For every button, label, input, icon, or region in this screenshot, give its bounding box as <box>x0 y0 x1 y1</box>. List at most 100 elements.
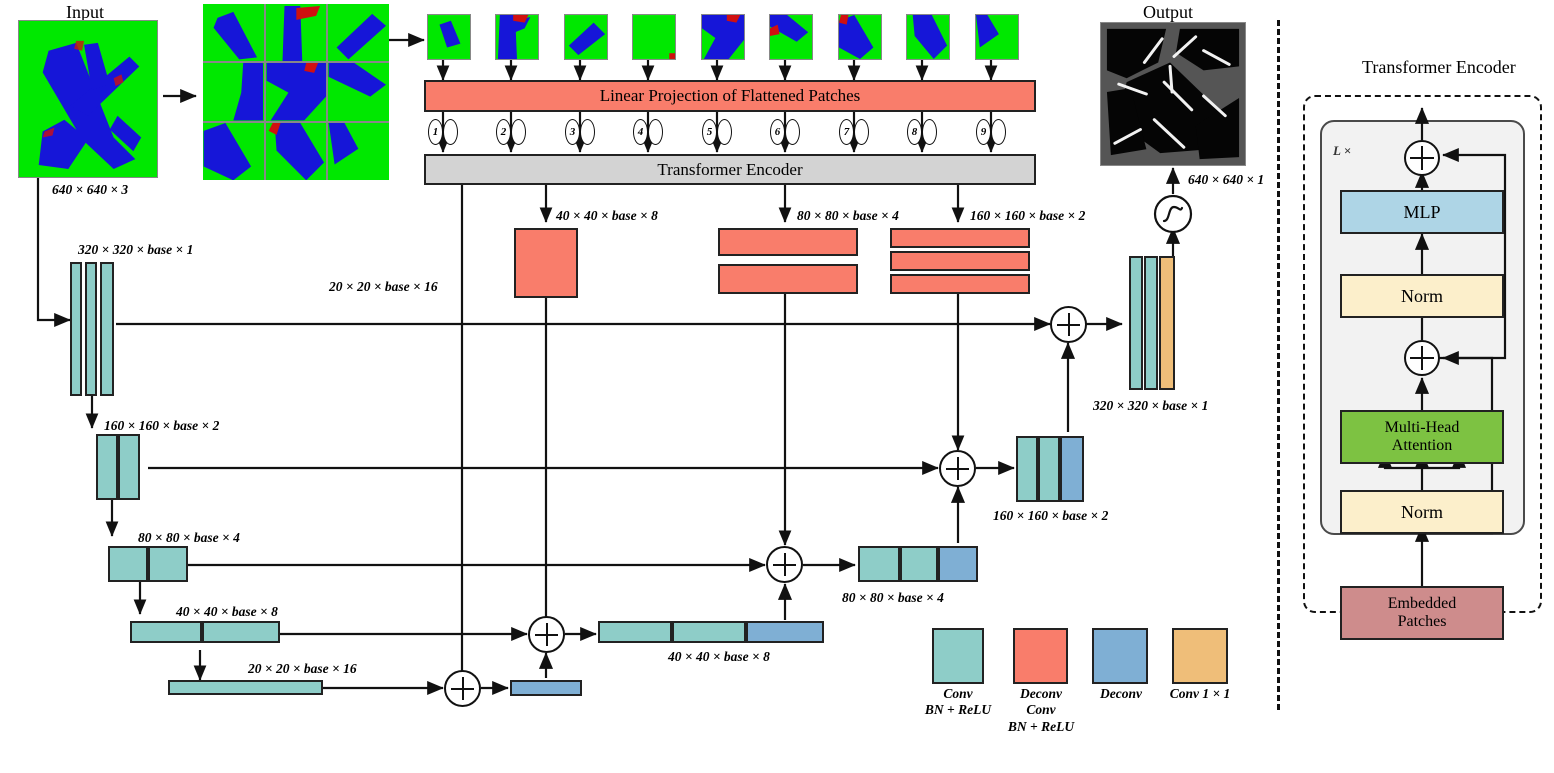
token-capsule-blank-1 <box>443 119 458 145</box>
deconv-head-block-80-a <box>718 228 858 256</box>
encoder-label-320: 320 × 320 × base × 1 <box>78 242 194 257</box>
decoder-label-80: 80 × 80 × base × 4 <box>842 590 944 605</box>
patch-cell <box>265 63 327 121</box>
panel-divider <box>1277 20 1280 710</box>
embedded-patches-block: Embedded Patches <box>1340 586 1504 640</box>
encoder-block-320-c <box>100 262 114 396</box>
legend-deconvconv-line3: BN + ReLU <box>1007 718 1075 734</box>
transformer-encoder-panel-title: Transformer Encoder <box>1362 57 1516 77</box>
add-node-160 <box>939 450 976 487</box>
token-capsule-1: 1 <box>428 119 443 145</box>
deconv-head-block-160-a <box>890 228 1030 248</box>
legend-label-conv1x1: Conv 1 × 1 <box>1160 686 1240 702</box>
flattened-patch <box>838 14 882 60</box>
flattened-patch <box>769 14 813 60</box>
patch-cell <box>328 4 389 62</box>
encoder-block-160-a <box>96 434 118 500</box>
decoder-label-40: 40 × 40 × base × 8 <box>668 649 770 664</box>
legend-conv-line2: BN + ReLU <box>924 702 992 718</box>
token-capsule-blank-6 <box>785 119 800 145</box>
legend-swatch-conv1x1 <box>1172 628 1228 684</box>
token-capsule-2: 2 <box>496 119 511 145</box>
repeat-count-label: L × <box>1333 143 1352 158</box>
encoder-label-40: 40 × 40 × base × 8 <box>176 604 278 619</box>
norm-block-top: Norm <box>1340 274 1504 318</box>
legend-swatch-deconv <box>1092 628 1148 684</box>
mlp-block: MLP <box>1340 190 1504 234</box>
transformer-encoder-bar: Transformer Encoder <box>424 154 1036 185</box>
encoder-block-160-b <box>118 434 140 500</box>
decoder-block-80-a <box>858 546 900 582</box>
flattened-patch <box>975 14 1019 60</box>
decoder-label-320: 320 × 320 × base × 1 <box>1093 398 1209 413</box>
output-title: Output <box>1143 2 1194 22</box>
flattened-patch <box>427 14 471 60</box>
encoder-block-320-a <box>70 262 82 396</box>
add-node-20 <box>444 670 481 707</box>
norm-bottom-label: Norm <box>1401 501 1443 522</box>
token-capsule-blank-7 <box>854 119 869 145</box>
patch-cell <box>328 122 389 180</box>
input-image <box>18 20 158 178</box>
mlp-label: MLP <box>1403 201 1441 222</box>
legend-deconvconv-line2: Conv <box>1026 702 1056 718</box>
legend-swatch-deconv-conv <box>1013 628 1068 684</box>
embedded-patches-line2: Patches <box>1397 613 1447 630</box>
patch-cell <box>203 4 264 62</box>
encoder-block-40-a <box>130 621 202 643</box>
token-capsule-blank-9 <box>991 119 1006 145</box>
legend-deconvconv-line1: Deconv <box>1020 686 1062 701</box>
decoder-block-160-deconv <box>1060 436 1084 502</box>
token-number: 1 <box>432 126 439 138</box>
add-node-40 <box>528 616 565 653</box>
deconv-head-block-40 <box>514 228 578 298</box>
decoder-block-40-a <box>598 621 672 643</box>
patch-grid <box>203 4 389 180</box>
token-capsule-9: 9 <box>976 119 991 145</box>
norm-top-label: Norm <box>1401 285 1443 306</box>
sigmoid-activation-node <box>1153 194 1193 234</box>
legend-label-conv: Conv BN + ReLU <box>902 686 1014 719</box>
encoder-block-80-a <box>108 546 148 582</box>
token-capsule-8: 8 <box>907 119 922 145</box>
norm-block-bottom: Norm <box>1340 490 1504 534</box>
encoder-block-80-b <box>148 546 188 582</box>
deconv-head-block-80-b <box>718 264 858 294</box>
token-capsule-blank-4 <box>648 119 663 145</box>
legend-swatch-conv <box>932 628 984 684</box>
token-number: 8 <box>911 126 918 138</box>
add-node-320 <box>1050 306 1087 343</box>
encoder-block-20 <box>168 680 323 695</box>
legend-label-deconv-conv: Deconv Conv BN + ReLU <box>985 686 1097 735</box>
token-capsule-4: 4 <box>633 119 648 145</box>
patch-cell <box>203 122 264 180</box>
output-image <box>1100 22 1246 166</box>
deconv-head-label-80: 80 × 80 × base × 4 <box>797 208 899 223</box>
flattened-patch <box>701 14 745 60</box>
deconv-head-block-160-c <box>890 274 1030 294</box>
decoder-label-160: 160 × 160 × base × 2 <box>993 508 1109 523</box>
legend-deconv-line1: Deconv <box>1100 686 1142 701</box>
embedded-patches-line1: Embedded <box>1387 595 1457 613</box>
token-capsule-blank-8 <box>922 119 937 145</box>
decoder-block-160-a <box>1016 436 1038 502</box>
token-number: 2 <box>500 126 507 138</box>
legend-conv1x1-line1: Conv 1 × 1 <box>1169 686 1231 701</box>
encoder-label-20: 20 × 20 × base × 16 <box>248 661 357 676</box>
token-number: 7 <box>843 126 850 138</box>
skip-label-20: 20 × 20 × base × 16 <box>329 279 438 294</box>
deconv-head-block-160-b <box>890 251 1030 271</box>
patch-cell <box>328 63 389 121</box>
flattened-patch <box>632 14 676 60</box>
decoder-block-40-b <box>672 621 746 643</box>
decoder-block-160-b <box>1038 436 1060 502</box>
token-capsule-6: 6 <box>770 119 785 145</box>
attention-label-line1: Multi-Head <box>1384 419 1460 437</box>
decoder-block-80-b <box>900 546 938 582</box>
token-number: 3 <box>569 126 576 138</box>
token-number: 9 <box>980 126 987 138</box>
attention-label-line2: Attention <box>1391 437 1453 454</box>
encoder-panel-add-top <box>1404 140 1440 176</box>
